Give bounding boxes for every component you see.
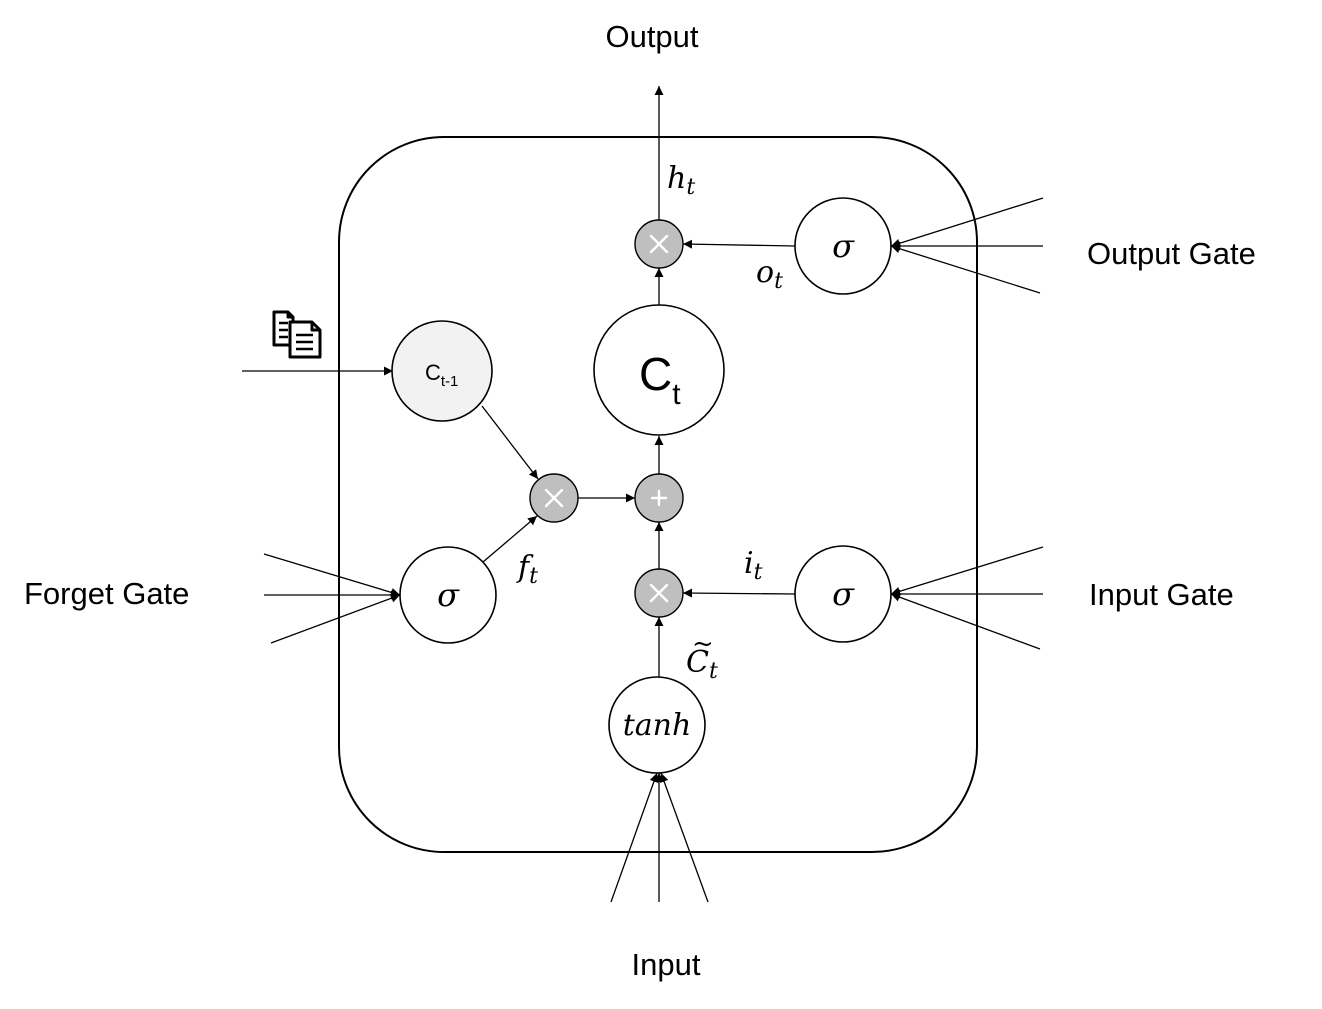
forget-gate-label: Forget Gate (24, 576, 189, 611)
o-t-arrow (682, 239, 796, 249)
copy-documents-icon (272, 310, 322, 359)
cell-state-label: Ct (639, 348, 681, 411)
output-gate-label: Output Gate (1087, 236, 1256, 271)
input-gate-label: Input Gate (1089, 577, 1234, 612)
output-label: Output (605, 19, 698, 54)
o-t-label: ot (756, 255, 783, 294)
plus-icon (650, 489, 668, 507)
forget-gate-sigma-symbol: σ (437, 576, 460, 614)
input-gate-input-1 (890, 546, 1044, 596)
input-gate-input-3 (890, 592, 1041, 650)
tanh-label: tanh (623, 708, 692, 743)
input-arrow-3 (659, 772, 709, 903)
i-t-arrow (682, 588, 796, 598)
input-label: Input (632, 947, 701, 982)
input-arrow-1 (610, 772, 659, 903)
multiply-icon (649, 234, 669, 254)
lstm-cell-boundary (338, 136, 978, 853)
prev-cell-state-label: Ct-1 (425, 360, 458, 390)
prev-cell-to-forget-multiply-arrow (481, 405, 539, 480)
multiply-icon (544, 488, 564, 508)
forget-gate-input-3 (270, 593, 401, 644)
f-t-arrow (482, 515, 538, 563)
input-gate-sigma-symbol: σ (832, 575, 855, 613)
c-tilde-label: Ct (686, 645, 718, 684)
cell-state-node (593, 304, 725, 436)
output-gate-input-3 (890, 244, 1041, 294)
f-t-label: ft (516, 550, 538, 589)
c-tilde-mark: ~ (692, 629, 714, 659)
output-gate-input-1 (890, 197, 1044, 248)
forget-gate-input-1 (263, 553, 401, 597)
h-t-label: ht (667, 161, 695, 200)
prev-cell-state-node (391, 320, 493, 422)
i-t-label: it (744, 546, 763, 585)
output-gate-sigma-symbol: σ (832, 227, 855, 265)
multiply-icon (649, 583, 669, 603)
